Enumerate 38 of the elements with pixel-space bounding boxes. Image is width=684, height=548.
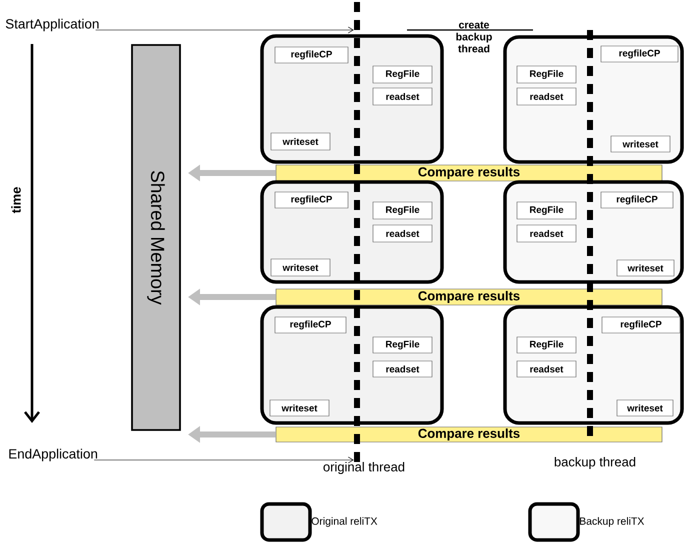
- thread-label: backup thread: [554, 456, 636, 470]
- register-box: regfileCP: [602, 316, 680, 334]
- arrow: [94, 456, 354, 464]
- shared-memory-box: Shared Memory: [131, 44, 181, 431]
- thread-label: original thread: [324, 462, 404, 474]
- note-label: create backup thread: [456, 22, 492, 52]
- register-box: regfileCP: [600, 192, 674, 208]
- register-box: readset: [516, 360, 576, 378]
- event-label: StartApplication: [6, 18, 99, 32]
- arrow: [95, 26, 354, 34]
- register-box: readset: [372, 360, 432, 378]
- legend-label: Original reliTX: [312, 517, 378, 527]
- compare-results-bar: Compare results: [276, 426, 662, 442]
- legend-label: Backup reliTX: [580, 517, 644, 527]
- register-box: writeset: [616, 400, 674, 416]
- register-box: RegFile: [516, 202, 576, 220]
- register-box: RegFile: [516, 336, 576, 354]
- register-box: readset: [372, 224, 432, 242]
- register-box: RegFile: [372, 202, 432, 220]
- register-box: regfileCP: [274, 46, 348, 64]
- register-box: regfileCP: [274, 316, 346, 334]
- compare-results-bar: Compare results: [276, 288, 662, 306]
- register-box: readset: [516, 88, 576, 106]
- register-box: regfileCP: [600, 46, 678, 62]
- register-box: regfileCP: [274, 192, 348, 208]
- register-box: RegFile: [372, 336, 432, 354]
- axis-label: time: [11, 187, 21, 214]
- register-box: writeset: [616, 260, 674, 276]
- register-box: readset: [372, 88, 432, 106]
- register-box: writeset: [270, 258, 330, 276]
- register-box: RegFile: [516, 66, 576, 84]
- event-label: EndApplication: [9, 448, 98, 462]
- register-box: writeset: [270, 400, 330, 416]
- register-box: RegFile: [372, 66, 432, 84]
- compare-results-bar: Compare results: [276, 164, 662, 182]
- register-box: writeset: [610, 136, 670, 152]
- register-box: writeset: [270, 132, 330, 150]
- register-box: readset: [516, 224, 576, 242]
